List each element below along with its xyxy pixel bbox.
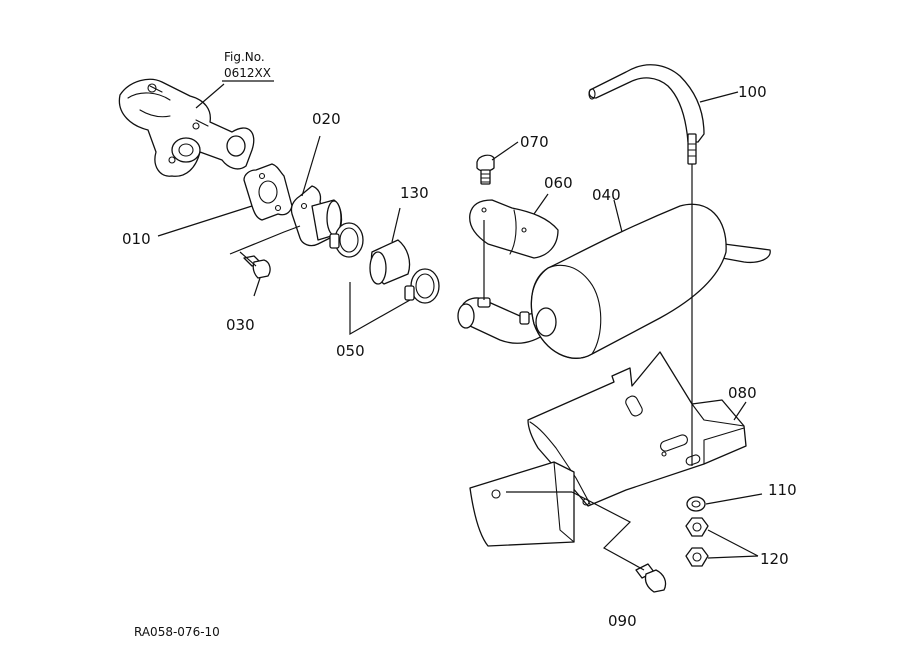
part-040-muffler: [530, 203, 771, 359]
part-050-clamp-a: [329, 222, 364, 258]
protective-cover: [469, 461, 590, 547]
part-080-bracket: [527, 351, 747, 507]
part-label-010: 010: [122, 230, 151, 248]
leader-lines: [157, 83, 763, 571]
part-070-bolt: [476, 154, 495, 185]
part-100-hanger: [588, 64, 705, 165]
part-label-030: 030: [226, 316, 255, 334]
part-label-110: 110: [768, 481, 797, 499]
fig-no-value: 0612XX: [224, 66, 271, 80]
part-label-130: 130: [400, 184, 429, 202]
diagram-id: RA058-076-10: [134, 625, 220, 639]
part-label-040: 040: [592, 186, 621, 204]
part-120-nut-a: [685, 517, 709, 537]
part-label-120: 120: [760, 550, 789, 568]
fig-no-callout: Fig.No. 0612XX: [222, 50, 274, 82]
part-110-washer: [686, 496, 706, 512]
part-130-sleeve: [369, 239, 411, 285]
part-090-bolt: [635, 563, 667, 593]
muffler-inlet-pipe: [457, 297, 549, 344]
part-label-060: 060: [544, 174, 573, 192]
part-030-bolt: [243, 255, 271, 279]
part-120-nut-b: [685, 547, 709, 567]
part-label-070: 070: [520, 133, 549, 151]
fig-no-label: Fig.No.: [224, 50, 265, 64]
part-010-gasket: [243, 163, 293, 221]
exhaust-manifold-reference: [118, 78, 255, 177]
part-050-clamp-b: [404, 268, 440, 304]
part-label-100: 100: [738, 83, 767, 101]
part-060-heat-shield: [469, 199, 559, 259]
part-label-020: 020: [312, 110, 341, 128]
part-label-090: 090: [608, 612, 637, 630]
part-label-080: 080: [728, 384, 757, 402]
part-label-050: 050: [336, 342, 365, 360]
